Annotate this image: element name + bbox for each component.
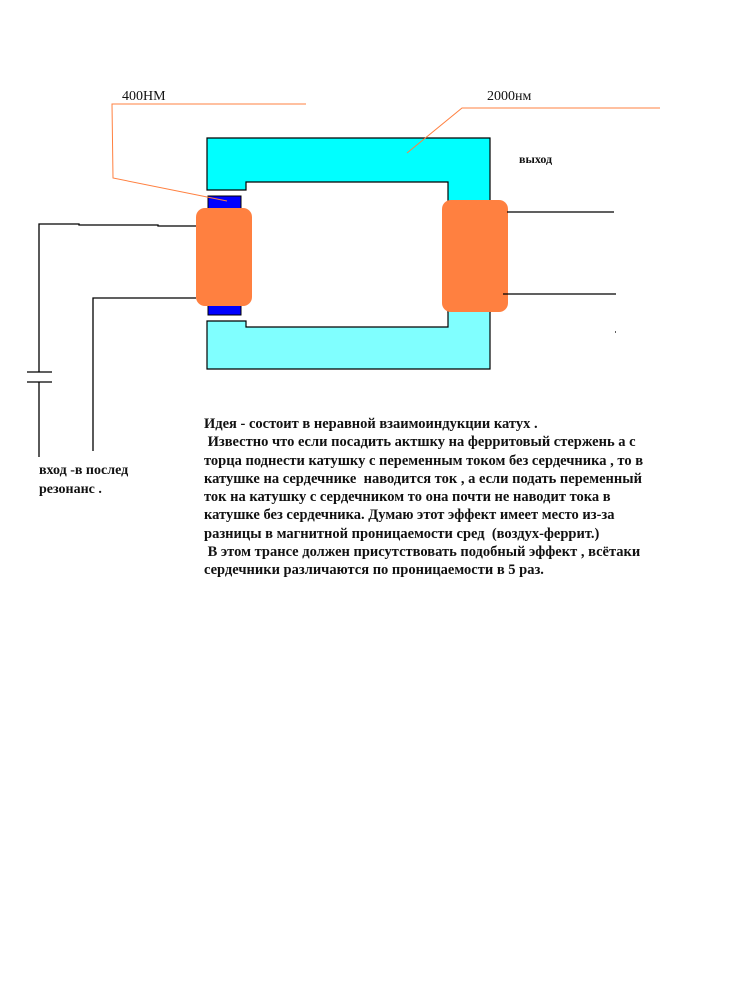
label-input: вход -в послед резонанс . <box>39 462 128 499</box>
description-line: катушке без сердечника. Думаю этот эффек… <box>204 507 615 524</box>
capacitor-icon <box>27 371 52 383</box>
description-line: торца поднести катушку с переменным токо… <box>204 452 644 469</box>
label-2000nm: 2000нм <box>487 89 532 104</box>
description-line: ток на катушку с сердечником то она почт… <box>204 489 611 506</box>
core-top <box>206 137 491 313</box>
description-line: В этом трансе должен присутствовать подо… <box>204 544 641 561</box>
description-line: Идея - состоит в неравной взаимоиндукции… <box>204 416 538 432</box>
description-text: Идея - состоит в неравной взаимоиндукции… <box>204 415 744 580</box>
label-input-line: резонанс . <box>39 481 102 497</box>
leader-line-2000 <box>406 107 660 154</box>
label-output: выход <box>519 152 553 166</box>
label-input-line: вход -в послед <box>39 463 129 478</box>
description-line: Известно что если посадить актшку на фер… <box>204 434 636 451</box>
input-wires <box>38 223 196 457</box>
input-coil <box>196 208 252 306</box>
output-wires <box>503 211 616 333</box>
output-coil <box>442 200 508 312</box>
description-line: разницы в магнитной проницаемости сред (… <box>204 525 600 542</box>
leader-line-400 <box>111 103 306 202</box>
description-line: сердечники различаются по проницаемости … <box>204 562 544 579</box>
label-400nm: 400НМ <box>122 89 166 104</box>
description-line: катушке на сердечнике наводится ток , а … <box>204 470 642 487</box>
